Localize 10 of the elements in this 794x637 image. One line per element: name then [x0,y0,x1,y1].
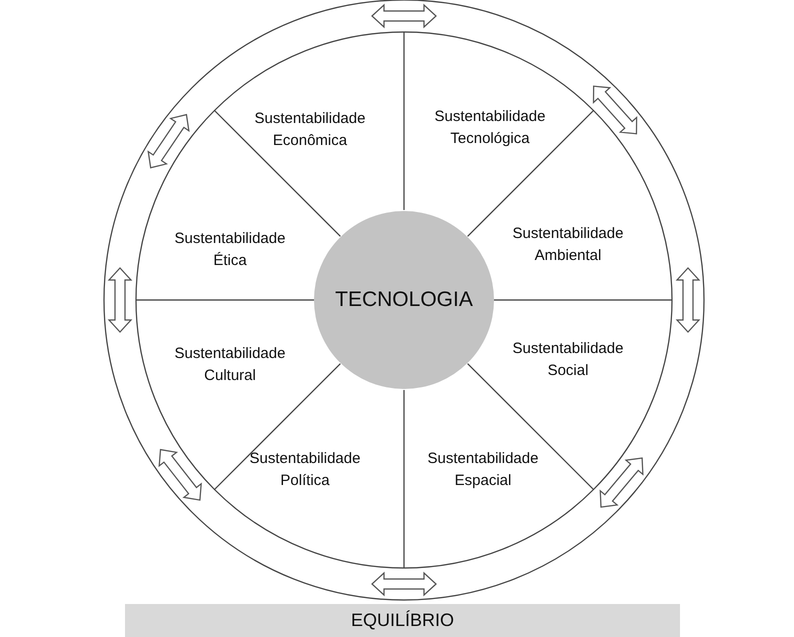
sector-label: Sustentabilidade Política [235,448,375,492]
banner-bar: EQUILÍBRIO [125,604,680,637]
sector-label: Sustentabilidade Econômica [240,108,380,152]
sector-label: Sustentabilidade Cultural [160,343,300,387]
sector-label: Sustentabilidade Espacial [413,448,553,492]
sector-label: Sustentabilidade Social [498,338,638,382]
sector-label: Sustentabilidade Ambiental [498,223,638,267]
sector-label: Sustentabilidade Ética [160,228,300,272]
hub-circle: TECNOLOGIA [314,211,494,389]
sector-label: Sustentabilidade Tecnológica [420,106,560,150]
